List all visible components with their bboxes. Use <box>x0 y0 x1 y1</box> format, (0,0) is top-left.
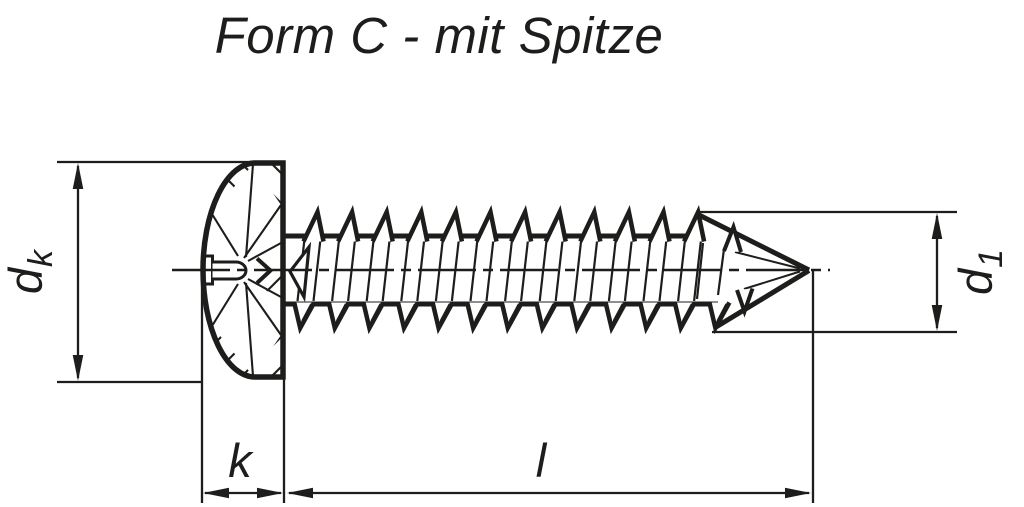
label-k: k <box>228 434 254 487</box>
tooth-inner-line <box>647 303 659 322</box>
tooth-inner-line <box>546 218 558 240</box>
recess-cone-lines <box>211 163 282 377</box>
label-dk: dk <box>0 248 60 294</box>
drawing-title: Form C - mit Spitze <box>214 7 664 64</box>
dimension-k <box>200 273 286 503</box>
tooth-inner-line <box>405 303 416 322</box>
tooth-inner-line <box>439 303 451 322</box>
dimension-dk <box>57 160 284 384</box>
tooth-inner-line <box>685 218 697 240</box>
tooth-inner-line <box>373 218 385 240</box>
recess-wedge-upper <box>212 164 281 259</box>
label-l: l <box>536 434 548 487</box>
arrow-up-icon <box>72 163 84 189</box>
screw-tip <box>697 212 811 330</box>
tooth-inner-line <box>650 218 662 240</box>
arrow-left-icon <box>287 487 313 499</box>
tooth-inner-line <box>304 218 316 240</box>
recess-wedge-lower <box>212 281 281 376</box>
arrow-left-icon <box>203 487 229 499</box>
tooth-inner-line <box>301 303 313 322</box>
tooth-inner-line <box>442 218 454 240</box>
tooth-inner-line <box>615 218 627 240</box>
arrow-down-icon <box>931 305 943 331</box>
arrow-up-icon <box>931 213 943 239</box>
tooth-inner-line <box>681 303 693 322</box>
label-d1: d1 <box>949 249 1010 295</box>
tooth-inner-line <box>716 303 728 322</box>
helix-line <box>554 238 564 302</box>
tooth-inner-line <box>543 303 555 322</box>
tooth-inner-line <box>370 303 382 322</box>
tooth-inner-line <box>335 303 347 322</box>
tooth-inner-line <box>508 303 520 322</box>
tooth-inner-line <box>474 303 486 322</box>
tooth-inner-line <box>339 218 351 240</box>
tooth-inner-line <box>612 303 624 322</box>
helix-line <box>716 248 726 296</box>
arrow-right-icon <box>257 487 283 499</box>
helix-line <box>573 238 583 302</box>
tooth-inner-line <box>512 218 524 240</box>
tooth-inner-line <box>408 218 420 240</box>
arrow-down-icon <box>72 355 84 381</box>
thread <box>284 204 732 335</box>
dimension-d1 <box>697 210 957 334</box>
tooth-inner-line <box>477 218 489 240</box>
tooth-inner-line <box>581 218 593 240</box>
thread-runout <box>288 241 312 303</box>
helix-line <box>331 238 341 302</box>
helix-line <box>312 238 322 302</box>
tooth-inner-line <box>578 303 589 322</box>
dimension-l <box>287 271 815 503</box>
helix-line <box>658 238 668 302</box>
arrow-right-icon <box>785 487 811 499</box>
